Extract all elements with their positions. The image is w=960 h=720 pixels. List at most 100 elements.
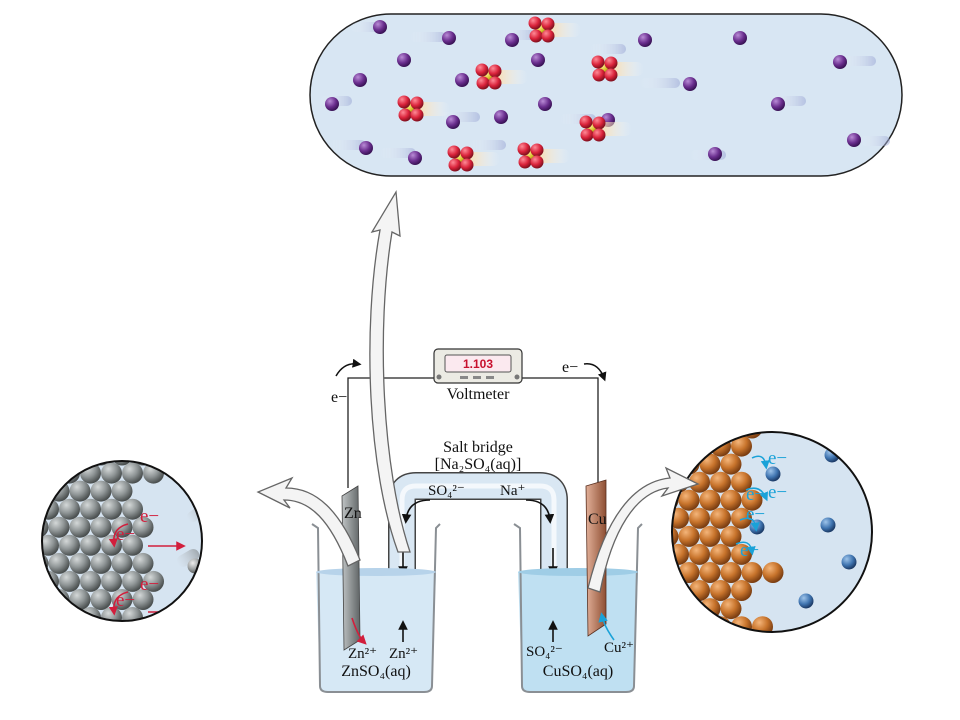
- cathode-solution-label: CuSO₄(aq): [543, 663, 613, 680]
- anode-zoom-electron: e−: [140, 574, 159, 595]
- copper-atom: [731, 580, 752, 601]
- sodium-ion: [771, 97, 785, 111]
- zinc-ion-release-arrow: [351, 617, 367, 645]
- anode-zoom: e− e− e− e−: [41, 460, 203, 622]
- anode-metal-label: Zn: [344, 505, 362, 522]
- copper-atom: [710, 471, 731, 493]
- sodium-ion: [733, 31, 747, 45]
- sulfate-flow-arrow: [401, 499, 431, 524]
- zinc-atom: [48, 461, 70, 466]
- wire-right: [522, 377, 599, 484]
- cathode-electron-arrows: [735, 455, 770, 556]
- cathode-zoom-border: [671, 431, 873, 633]
- salt-bridge-highlight: [399, 483, 557, 620]
- zinc-atom: [122, 534, 143, 556]
- zinc-atom: [80, 534, 101, 556]
- copper-atom: [689, 543, 710, 565]
- zinc-atom: [59, 498, 80, 520]
- zinc-ion: [201, 516, 202, 532]
- copper-atom: [672, 562, 679, 583]
- copper-ion: [798, 593, 814, 609]
- zinc-atom: [132, 589, 154, 610]
- copper-atom: [710, 616, 731, 632]
- anode-zoom-border: [41, 460, 203, 622]
- sodium-ion: [408, 151, 422, 165]
- zinc-atom: [42, 607, 59, 621]
- zinc-atom: [101, 570, 122, 592]
- voltmeter-button: [473, 376, 481, 379]
- copper-atom: [720, 432, 742, 439]
- voltmeter: 1.103 Voltmeter: [433, 348, 523, 403]
- zinc-atom: [122, 498, 143, 520]
- anode-ion-label-right: Zn²⁺: [389, 646, 418, 662]
- salt-bridge-zoom-panel: [309, 13, 903, 177]
- callout-arrows: [256, 189, 700, 593]
- copper-atom: [720, 525, 742, 547]
- callout-arrow-anode: [256, 476, 361, 567]
- copper-atom: [672, 543, 689, 565]
- copper-atom: [689, 507, 710, 529]
- electron-capture-arrow: [745, 487, 769, 502]
- sulfate-ion: [579, 115, 632, 142]
- anode-solution-surface: [316, 568, 436, 576]
- sulfate-ion: [528, 16, 581, 43]
- copper-atom: [699, 525, 721, 547]
- copper-atom: [720, 453, 742, 475]
- sulfate-ions: [397, 16, 644, 172]
- cathode-solution-surface: [518, 568, 638, 576]
- copper-atom: [699, 453, 721, 475]
- cathode-zoom: e− e− e− e− e−: [671, 431, 873, 633]
- zinc-atom: [59, 607, 80, 621]
- voltmeter-label: Voltmeter: [447, 386, 510, 403]
- copper-ion: [765, 466, 781, 482]
- anode-beaker: [311, 523, 441, 693]
- electron-capture-arrow: [739, 517, 760, 532]
- copper-electrode: [585, 479, 607, 637]
- anode-zoom-electron: e−: [116, 590, 135, 611]
- zinc-atom: [69, 516, 91, 538]
- cathode-zoom-electron: e−: [768, 482, 787, 503]
- zinc-atom: [122, 462, 143, 484]
- sulfate-ion: [397, 95, 450, 122]
- copper-atom: [672, 616, 689, 632]
- copper-atom: [731, 471, 752, 493]
- copper-atom: [689, 580, 710, 601]
- copper-atom: [678, 598, 700, 620]
- sodium-ion: [683, 77, 697, 91]
- zinc-atom: [122, 570, 143, 592]
- sodium-ion: [847, 133, 861, 147]
- sodium-ion: [397, 53, 411, 67]
- zinc-atom: [132, 552, 154, 574]
- copper-atom: [672, 435, 689, 457]
- copper-ion-deposit-arrow: [598, 612, 615, 641]
- zinc-atom: [111, 480, 133, 502]
- cathode-zoom-electron: e−: [746, 504, 765, 525]
- bridge-cation-label: Na⁺: [500, 483, 525, 499]
- cathode-beaker: [513, 523, 643, 693]
- zinc-atom: [48, 516, 70, 538]
- sodium-ion: [442, 31, 456, 45]
- copper-atom: [672, 507, 689, 529]
- zinc-atom: [69, 552, 91, 574]
- salt-bridge: Salt bridge [Na₂SO₄(aq)] SO₄²⁻ Na⁺: [388, 439, 568, 624]
- callout-arrow-salt-bridge: [369, 189, 411, 553]
- voltmeter-button: [486, 376, 494, 379]
- electron-return-arrow: [108, 591, 129, 616]
- copper-atom: [678, 453, 700, 475]
- zinc-atom: [59, 534, 80, 556]
- cathode-ion-label: Cu²⁺: [604, 640, 634, 656]
- zinc-atom: [69, 480, 91, 502]
- copper-atom: [689, 471, 710, 493]
- sulfate-ion: [475, 63, 528, 90]
- copper-atom: [762, 562, 784, 583]
- sodium-ion: [833, 55, 847, 69]
- zinc-atom: [42, 589, 49, 610]
- sodium-ion: [455, 73, 469, 87]
- copper-atom: [720, 598, 742, 620]
- voltmeter-display: [444, 354, 512, 373]
- zinc-atom: [111, 552, 133, 574]
- copper-atom: [689, 435, 710, 457]
- copper-atom: [678, 525, 700, 547]
- copper-atom: [731, 435, 752, 457]
- zinc-atom: [143, 570, 164, 592]
